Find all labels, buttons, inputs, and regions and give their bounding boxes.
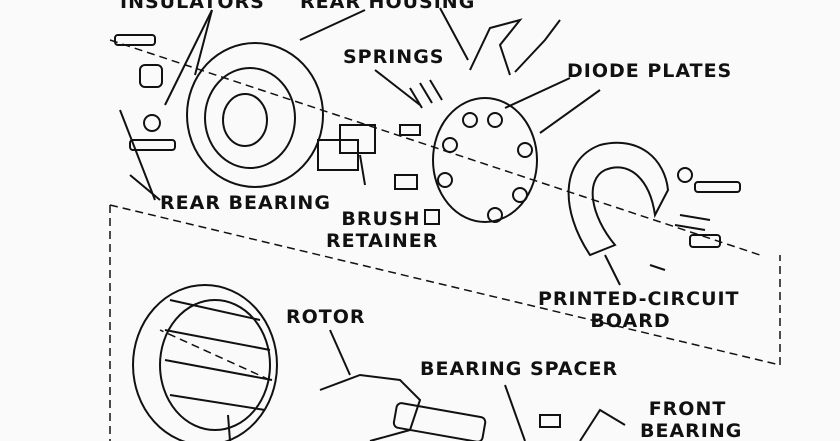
alignment-lines <box>109 39 781 441</box>
label-brush-line2: RETAINER <box>326 230 439 252</box>
label-rotor: ROTOR <box>286 306 366 328</box>
label-pcb-line1: PRINTED-CIRCUIT <box>538 288 740 310</box>
hardware-bolts <box>394 124 741 271</box>
brush-retainer <box>317 124 376 171</box>
label-insulators: INSULATORS <box>120 0 265 13</box>
leads <box>469 18 561 76</box>
printed-circuit-board <box>567 141 670 257</box>
label-brush-retainer: BRUSH RETAINER <box>326 208 439 252</box>
label-rear-housing: REAR HOUSING <box>300 0 476 13</box>
rotor <box>319 373 626 441</box>
springs <box>409 79 443 109</box>
insulators <box>114 34 176 151</box>
label-bearing-spacer: BEARING SPACER <box>420 358 619 380</box>
label-springs: SPRINGS <box>343 46 445 68</box>
label-rear-bearing: REAR BEARING <box>160 192 331 214</box>
label-printed-circuit-board: PRINTED-CIRCUIT BOARD <box>538 288 740 332</box>
rear-housing <box>186 42 324 188</box>
stator <box>132 284 278 441</box>
label-diode-plates: DIODE PLATES <box>567 60 733 82</box>
label-pcb-line2: BOARD <box>590 310 671 332</box>
diode-plates <box>432 97 538 223</box>
label-brush-line1: BRUSH <box>341 208 421 230</box>
label-front-bearing-line1: FRONT <box>648 398 727 420</box>
label-front-bearing-line2: BEARING <box>640 420 743 441</box>
label-front-bearing: FRONT BEARING <box>640 398 743 441</box>
